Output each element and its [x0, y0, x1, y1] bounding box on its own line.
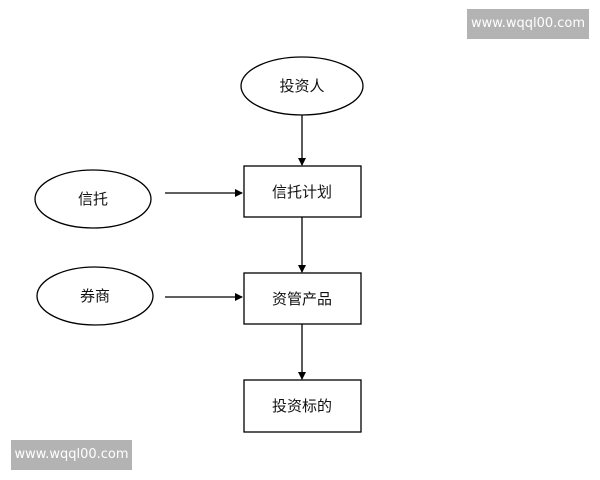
node-broker-label: 券商: [80, 287, 110, 305]
node-investor-label: 投资人: [279, 77, 324, 95]
node-asset-mgmt: 资管产品: [243, 272, 362, 325]
node-asset-mgmt-label: 资管产品: [272, 290, 332, 308]
node-target-label: 投资标的: [272, 397, 332, 415]
node-trust-label: 信托: [78, 190, 108, 208]
node-trust-plan: 信托计划: [243, 165, 362, 218]
node-trust: 信托: [34, 169, 152, 229]
watermark-top: www.wqql00.com: [467, 9, 589, 39]
node-trust-plan-label: 信托计划: [272, 183, 332, 201]
node-broker: 券商: [36, 266, 154, 326]
node-investor: 投资人: [240, 56, 364, 116]
watermark-bottom: www.wqql00.com: [11, 440, 132, 470]
node-target: 投资标的: [243, 379, 362, 433]
